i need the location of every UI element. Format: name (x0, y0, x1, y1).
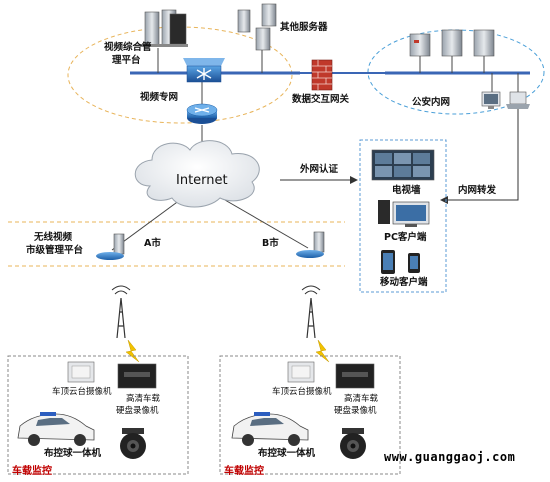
dome-camera-label: 布控球一体机 (258, 448, 316, 459)
dome-camera-icon (340, 428, 366, 459)
mobile-icon (381, 250, 420, 274)
arrow-intranet-forward (448, 100, 519, 201)
wireless-platform-label-2: 市级管理平台 (26, 245, 84, 256)
ptz-camera-icon (67, 361, 95, 383)
ptz-camera-label: 车顶云台摄像机 (52, 387, 112, 397)
mobile-client-label: 移动客户端 (380, 277, 428, 288)
video-platform-label-2: 理平台 (112, 55, 141, 66)
other-servers-label: 其他服务器 (280, 22, 328, 33)
hd-recorder-label-2: 硬盘录像机 (116, 406, 159, 416)
police-intranet-label: 公安内网 (412, 97, 451, 108)
pc-icon (378, 200, 430, 227)
firewall-icon (311, 59, 333, 91)
external-auth-label: 外网认证 (300, 164, 339, 175)
router-icon (186, 103, 218, 124)
hd-recorder-label-2: 硬盘录像机 (334, 406, 377, 416)
website-watermark: www.guanggaoj.com (384, 450, 516, 464)
hd-recorder-label: 高清车载 (344, 394, 379, 404)
ptz-camera-label: 车顶云台摄像机 (272, 387, 332, 397)
arrowhead-external (350, 176, 358, 184)
hd-recorder-label: 高清车载 (126, 394, 161, 404)
video-platform-label: 视频综合管 (104, 42, 152, 53)
dvr-icon (335, 363, 375, 389)
lightning-icon (125, 339, 140, 363)
server-icon (296, 231, 325, 258)
dome-camera-icon (120, 428, 146, 459)
intranet-forward-label: 内网转发 (458, 185, 497, 196)
server-icon (140, 9, 188, 47)
city-b-label: B市 (262, 238, 279, 249)
vehicle-box-b (219, 355, 401, 475)
vehicle-monitor-label: 车载监控 (12, 466, 52, 477)
car-icon (231, 412, 309, 446)
arrowhead-intranet (440, 196, 448, 204)
pc-client-label: PC客户端 (384, 232, 427, 243)
car-icon (17, 412, 95, 446)
tower-icon (111, 285, 131, 339)
link-internet-b (224, 199, 309, 249)
data-gateway-label: 数据交互网关 (292, 94, 350, 105)
tv-wall-label: 电视墙 (392, 185, 421, 196)
wireless-platform-label: 无线视频 (34, 232, 73, 243)
video-network-label: 视频专网 (140, 92, 179, 103)
lightning-icon (315, 339, 330, 363)
cloud-icon (134, 140, 260, 208)
city-a-label: A市 (144, 238, 161, 249)
ptz-camera-icon (287, 361, 315, 383)
dvr-icon (117, 363, 157, 389)
dome-camera-label: 布控球一体机 (44, 448, 102, 459)
workstation-icon (481, 91, 501, 109)
video-network-oval (67, 26, 293, 124)
tower-icon (301, 285, 321, 339)
server-icon (409, 29, 495, 57)
switch-icon (183, 58, 225, 83)
server-icon (96, 233, 125, 260)
internet-label: Internet (176, 173, 228, 188)
workstation-icon (506, 91, 530, 109)
server-icon (237, 3, 277, 51)
clients-box (359, 139, 447, 293)
vehicle-monitor-label: 车载监控 (224, 466, 264, 477)
tv-wall-icon (371, 149, 435, 181)
vehicle-box-a (7, 355, 189, 475)
